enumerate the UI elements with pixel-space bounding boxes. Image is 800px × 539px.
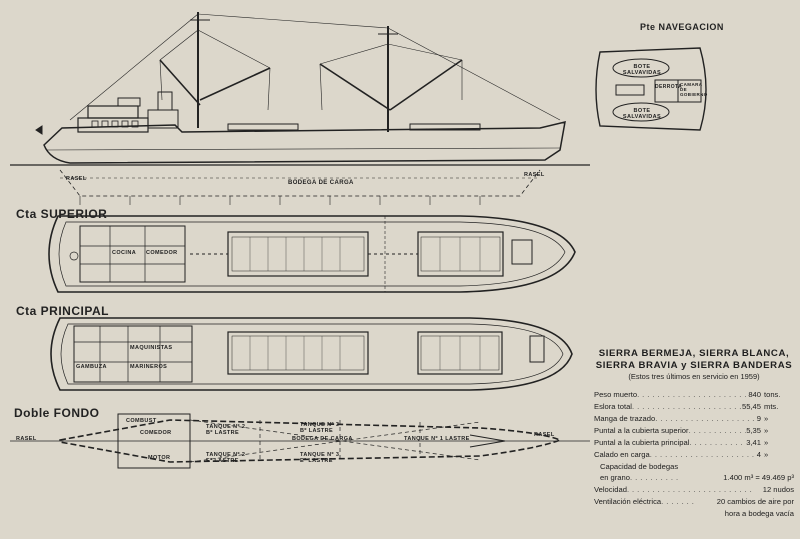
spec-row: Puntal a la cubierta principal..........… <box>594 438 769 447</box>
label-tanque-3-er: TANQUE Nº 3 Eº LASTRE <box>300 452 340 464</box>
spec-row: Eslora total.........................55,… <box>594 402 779 411</box>
service-note: (Estos tres últimos en servicio en 1959) <box>628 372 760 381</box>
spec-ventilacion: Ventilación eléctrica.......20 cambios d… <box>594 497 794 518</box>
spec-row: Puntal a la cubierta superior...........… <box>594 426 769 435</box>
label-rasel-aft: RASEL <box>16 436 37 442</box>
label-bote-salvavidas-top: BOTE SALVAVIDAS <box>622 64 662 76</box>
main-deck-plan <box>50 317 573 391</box>
label-tanque-2-er: TANQUE Nº 2 Eº LASTRE <box>206 452 246 464</box>
label-cocina: COCINA <box>112 250 137 256</box>
label-marineros: MARINEROS <box>130 364 168 370</box>
upper-deck-plan <box>48 215 576 293</box>
label-camara-gobierno: CAMARA DE GOBIERNO <box>680 82 708 97</box>
specifications-panel: SIERRA BERMEJA, SIERRA BLANCA, SIERRA BR… <box>594 348 794 519</box>
label-combust: COMBUST <box>126 418 157 424</box>
label-comedor-upper: COMEDOR <box>146 250 178 256</box>
label-rasel-fwd: RASEL <box>534 432 555 438</box>
ship-names-line-2: SIERRA BRAVIA y SIERRA BANDERAS <box>595 360 793 371</box>
label-gambuza: GAMBUZA <box>76 364 107 370</box>
section-title-doble-fondo: Doble FONDO <box>14 406 100 420</box>
ship-names-line-1: SIERRA BERMEJA, SIERRA BLANCA, <box>598 348 790 359</box>
label-rasel-profile-aft: RASEL <box>66 176 87 182</box>
label-rasel-profile: RASEL <box>524 172 545 178</box>
section-title-principal: Cta PRINCIPAL <box>16 304 109 318</box>
spec-row: Manga de trazado........................… <box>594 414 769 423</box>
spec-row: Calado en carga.........................… <box>594 450 769 459</box>
spec-velocidad: Velocidad.........................12 nud… <box>594 485 794 494</box>
hatch-cover-lines <box>249 237 481 370</box>
label-maquinistas: MAQUINISTAS <box>130 345 173 351</box>
spec-capacidad: Capacidad de bodegas en grano..........1… <box>600 462 794 482</box>
label-tanque-1: TANQUE Nº 1 LASTRE <box>404 436 470 442</box>
ship-names: SIERRA BERMEJA, SIERRA BLANCA, SIERRA BR… <box>594 348 794 372</box>
section-title-superior: Cta SUPERIOR <box>16 207 108 221</box>
bridge-deck-plan <box>595 47 707 131</box>
label-tanque-3-br: TANQUE Nº 3 Bº LASTRE <box>300 422 340 434</box>
side-profile <box>10 12 590 205</box>
label-derrota: DERROTA <box>655 84 683 90</box>
label-tanque-2-br: TANQUE Nº 2 Bº LASTRE <box>206 424 246 436</box>
double-bottom-plan <box>10 413 590 469</box>
label-bodega-db: BODEGA DE CARGA <box>292 436 353 442</box>
spec-row: Peso muerto.........................840t… <box>594 390 781 399</box>
label-bodega-profile: BODEGA DE CARGA <box>288 180 354 186</box>
label-bote-salvavidas-bottom: BOTE SALVAVIDAS <box>622 108 662 120</box>
label-comedor-db: COMEDOR <box>140 430 172 436</box>
label-motor: MOTOR <box>148 455 171 461</box>
section-title-navegacion: Pte NAVEGACION <box>640 22 724 32</box>
